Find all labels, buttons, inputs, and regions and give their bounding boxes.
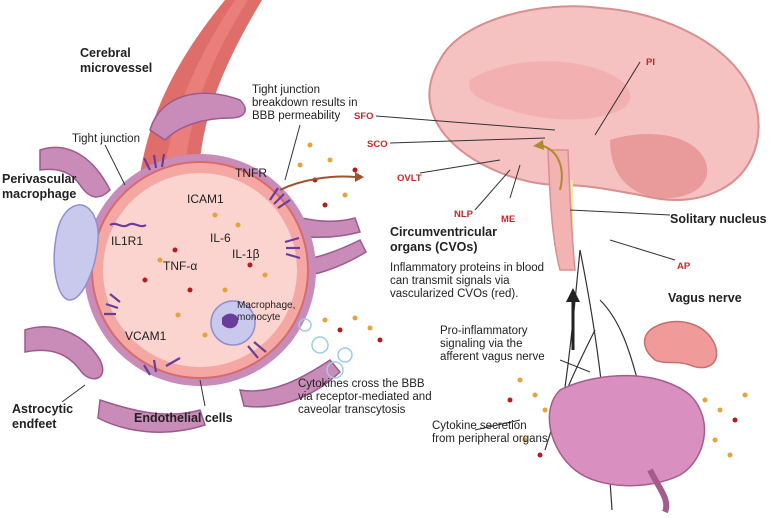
perivascular-macrophage-cell <box>53 204 99 301</box>
vessel-cross-section <box>84 154 316 386</box>
label-astrocytic-endfeet: Astrocytic endfeet <box>12 402 74 431</box>
label-sco: SCO <box>367 139 388 150</box>
cvo-arrowhead <box>533 140 544 150</box>
label-vagus-nerve: Vagus nerve <box>668 291 742 305</box>
macrophage-monocyte-cell <box>210 300 256 346</box>
label-endothelial-cells: Endothelial cells <box>134 411 233 425</box>
peripheral-cytokine-dots <box>507 377 748 458</box>
receptors <box>104 153 301 376</box>
label-il6: IL-6 <box>210 231 231 245</box>
label-perivascular-macrophage: Perivascular macrophage <box>2 172 77 201</box>
label-cerebral-microvessel: Cerebral microvessel <box>80 46 153 75</box>
label-tnfa: TNF-α <box>163 259 198 273</box>
brain-illustration <box>428 5 760 271</box>
label-cytokines-cross: Cytokines cross the BBB via receptor-med… <box>298 378 432 416</box>
bbb-arrowhead <box>355 172 364 182</box>
label-pi: PI <box>646 57 655 68</box>
label-bbb-breakdown: Tight junction breakdown results in BBB … <box>252 84 358 122</box>
label-cvo-text: Inflammatory proteins in blood can trans… <box>390 262 545 300</box>
label-icam1: ICAM1 <box>187 192 224 206</box>
label-cytokine-secretion: Cytokine secretion from peripheral organ… <box>432 420 548 445</box>
label-tight-junction: Tight junction <box>72 133 140 145</box>
astrocytic-endfeet-shapes <box>24 92 367 433</box>
stomach-shape <box>643 320 718 369</box>
bbb-arrow <box>279 175 356 191</box>
upward-arrow <box>566 288 580 350</box>
cerebral-microvessel-illustration <box>140 0 262 175</box>
label-cvo-title: Circumventricular organs (CVOs) <box>390 225 497 254</box>
label-nlp: NLP <box>454 209 473 220</box>
label-ovlt: OVLT <box>397 173 422 184</box>
label-vcam1: VCAM1 <box>125 329 167 343</box>
cytokine-dots <box>142 142 383 343</box>
label-ap: AP <box>677 261 691 272</box>
label-solitary-nucleus: Solitary nucleus <box>670 212 767 226</box>
label-tnfr: TNFR <box>235 166 267 180</box>
label-il1r1: IL1R1 <box>111 234 144 248</box>
left-leader-lines <box>61 124 301 407</box>
intestine-shape <box>548 374 706 514</box>
transcytosis-vesicles <box>298 318 353 379</box>
label-il1b: IL-1β <box>232 247 260 261</box>
label-macrophage-monocyte: Macrophage, monocyte <box>237 300 296 323</box>
label-me: ME <box>501 214 516 225</box>
label-sfo: SFO <box>354 111 374 122</box>
label-pro-inflammatory: Pro-inflammatory signaling via the affer… <box>440 325 545 363</box>
cvo-arrow <box>539 144 563 191</box>
right-leader-lines <box>375 61 676 431</box>
